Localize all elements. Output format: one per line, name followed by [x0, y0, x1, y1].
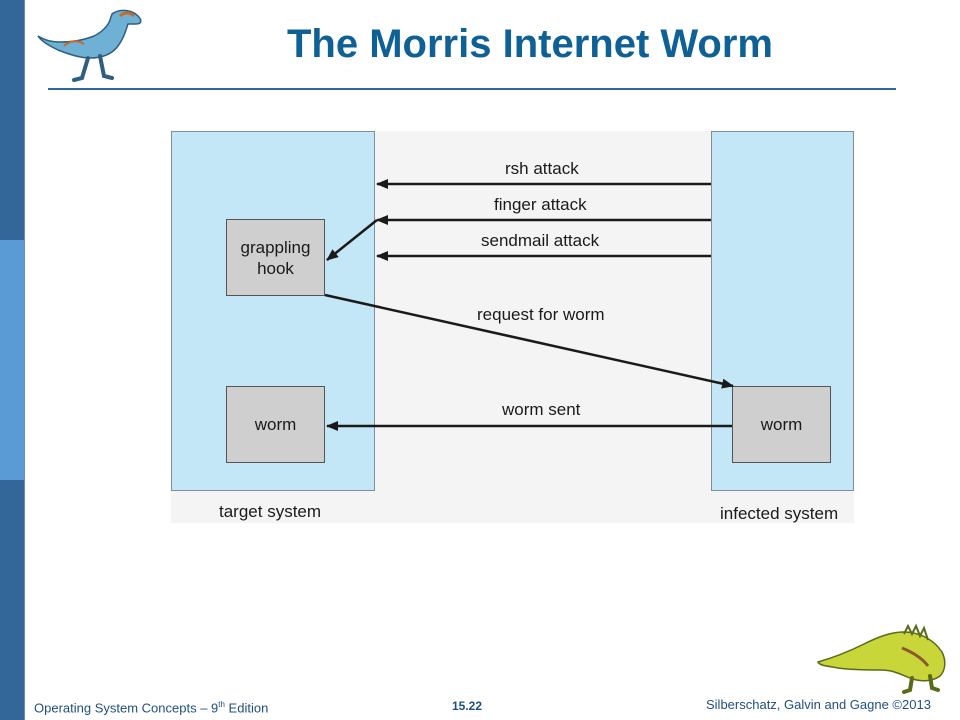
- finger-attack-label: finger attack: [494, 195, 587, 214]
- sendmail-attack-label: sendmail attack: [481, 231, 600, 250]
- worm-target-label: worm: [254, 415, 297, 434]
- side-bar-edge: [24, 0, 25, 720]
- footer-book-title: Operating System Concepts – 9th Edition: [34, 700, 268, 715]
- title-divider: [48, 88, 896, 90]
- infected-system-label: infected system: [720, 504, 839, 523]
- request-for-worm-label: request for worm: [477, 305, 605, 324]
- footer-book-title-suffix: Edition: [224, 700, 269, 716]
- slide-side-bar: [0, 0, 25, 720]
- worm-infected-box: worm: [732, 386, 831, 463]
- side-bar-accent: [0, 240, 24, 480]
- grappling-hook-label: grappling hook: [240, 237, 311, 278]
- footer-book-title-prefix: Operating System Concepts – 9: [34, 700, 219, 716]
- footer-authors: Silberschatz, Galvin and Gagne ©2013: [706, 697, 931, 712]
- worm-target-box: worm: [226, 386, 325, 463]
- slide-title: The Morris Internet Worm: [287, 22, 773, 66]
- worm-sent-label: worm sent: [502, 400, 581, 419]
- footer-page-number: 15.22: [452, 699, 483, 713]
- grappling-hook-box: grappling hook: [226, 219, 325, 296]
- target-system-label: target system: [219, 502, 322, 521]
- dinosaur-logo-icon: [37, 9, 142, 82]
- dinosaur-footer-icon: [816, 623, 946, 694]
- rsh-attack-label: rsh attack: [505, 159, 579, 178]
- footer-edition-sup: th: [218, 700, 225, 709]
- worm-infected-label: worm: [760, 415, 803, 434]
